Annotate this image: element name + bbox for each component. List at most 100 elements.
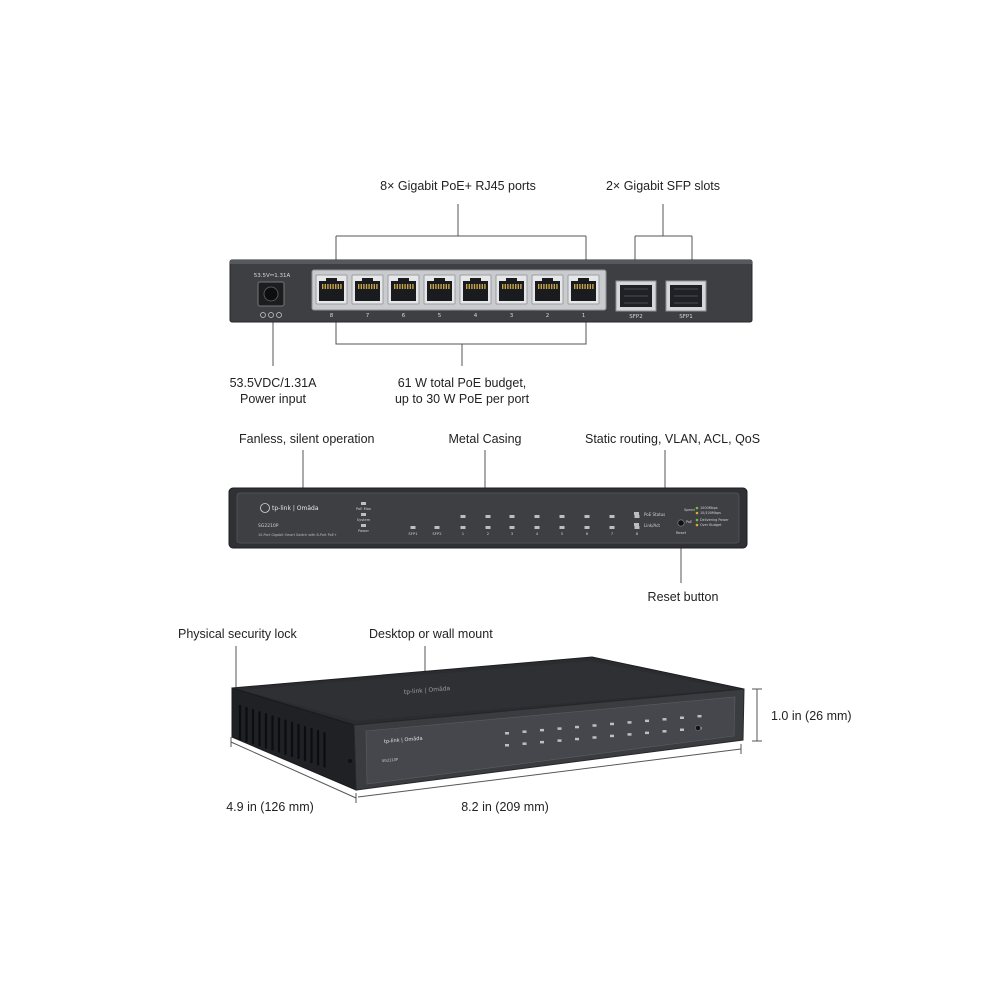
sfp2-label: SFP2 xyxy=(629,314,642,320)
port-led-upper xyxy=(485,515,491,518)
poe-status-label: PoE Status xyxy=(644,512,665,517)
power-input-callout-line2: Power input xyxy=(239,392,307,406)
system-led-label: PoE Max xyxy=(356,507,372,511)
port-led-label: SFP2 xyxy=(432,531,442,536)
iso-led xyxy=(627,733,632,736)
iso-led-upper xyxy=(697,714,702,718)
rj45-port xyxy=(567,274,600,305)
iso-led-upper xyxy=(522,730,527,733)
iso-led-upper xyxy=(662,718,667,721)
legend-poe-green-dot xyxy=(695,518,699,522)
rj45-port-number: 7 xyxy=(366,313,370,319)
port-led xyxy=(410,526,416,529)
iso-led xyxy=(610,734,614,738)
iso-led-upper xyxy=(540,728,544,732)
rj45-port xyxy=(351,274,384,305)
metal-casing-callout: Metal Casing xyxy=(448,432,522,446)
legend-poe-green: Delivering Power xyxy=(700,518,729,522)
iso-led xyxy=(592,736,597,739)
power-rating-print: 53.5V⎓1.31A xyxy=(254,273,291,279)
rj45-port-number: 8 xyxy=(330,313,334,319)
system-led-label: Power xyxy=(358,529,369,533)
legend-poe-label: PoE xyxy=(686,520,692,524)
iso-top-sheen xyxy=(242,661,730,721)
reset-button[interactable] xyxy=(677,519,685,527)
rj45-port-number: 3 xyxy=(510,313,514,319)
legend-poe-amber: Over Budget xyxy=(700,523,722,527)
rj45-port xyxy=(459,274,492,305)
port-led xyxy=(634,526,640,529)
polarity-symbol-icon xyxy=(260,312,282,318)
port-led-label: 1 xyxy=(462,531,465,536)
poe-status-led xyxy=(634,512,639,515)
port-led-label: 6 xyxy=(586,531,589,536)
system-led xyxy=(361,524,366,527)
front-model: SG2210P xyxy=(258,523,279,529)
iso-led xyxy=(522,742,527,745)
link-act-label: Link/Act xyxy=(644,523,660,528)
depth-dimension: 4.9 in (126 mm) xyxy=(226,800,314,814)
legend-poe-amber-dot xyxy=(695,523,699,527)
link-act-led xyxy=(634,523,639,526)
port-led-label: 4 xyxy=(536,531,539,536)
iso-led-upper xyxy=(557,727,562,730)
iso-front-panel xyxy=(365,696,736,785)
sfp1-label: SFP1 xyxy=(679,314,692,320)
fanless-callout: Fanless, silent operation xyxy=(239,432,375,446)
iso-top-logo: tp-link | Omāda xyxy=(404,685,451,696)
port-led xyxy=(609,526,615,529)
sfp-slot-1 xyxy=(665,280,707,312)
iso-led xyxy=(662,730,667,733)
rj45-port-number: 6 xyxy=(402,313,406,319)
iso-led-upper xyxy=(505,732,509,735)
iso-led xyxy=(645,731,649,735)
iso-front-brand: tp-link | Omāda xyxy=(384,736,423,745)
iso-led xyxy=(505,744,509,747)
port-led xyxy=(460,526,466,529)
rj45-ports-callout: 8× Gigabit PoE+ RJ45 ports xyxy=(380,179,536,193)
tp-link-logo-icon xyxy=(260,503,270,513)
port-led xyxy=(534,526,540,529)
features-callout: Static routing, VLAN, ACL, QoS xyxy=(585,432,761,446)
port-led-upper xyxy=(584,515,590,518)
system-led xyxy=(361,502,366,505)
sfp-slots-callout: 2× Gigabit SFP slots xyxy=(605,179,721,193)
port-led-upper xyxy=(559,515,565,518)
port-led-label: SFP1 xyxy=(408,531,418,536)
iso-led-upper xyxy=(645,719,649,723)
front-description: 10-Port Gigabit Smart Switch with 8-Port… xyxy=(258,533,337,537)
iso-led xyxy=(540,740,544,744)
iso-front-model: SG2210P xyxy=(382,758,399,763)
iso-led-upper xyxy=(610,722,614,726)
iso-led-upper xyxy=(627,721,632,724)
port-led-upper xyxy=(534,515,540,518)
rj45-port-number: 2 xyxy=(546,313,550,319)
rj45-port xyxy=(495,274,528,305)
security-lock-callout: Physical security lock xyxy=(178,627,297,641)
ventilation-slots xyxy=(238,705,326,768)
power-input-callout-line1: 53.5VDC/1.31A xyxy=(229,376,317,390)
poe-budget-callout-line1: 61 W total PoE budget, xyxy=(397,376,527,390)
legend-speed-green: 1000Mbps xyxy=(700,506,718,510)
iso-led xyxy=(680,728,684,731)
iso-led xyxy=(557,739,562,742)
port-led-upper xyxy=(509,515,515,518)
iso-led-upper xyxy=(592,724,597,727)
rj45-port-number: 1 xyxy=(582,313,586,319)
port-led-upper xyxy=(609,515,615,518)
port-led-upper xyxy=(634,515,640,518)
legend-speed-label: Speed xyxy=(684,508,695,512)
poe-budget-callout-line2: up to 30 W PoE per port xyxy=(394,392,530,406)
rj45-port xyxy=(387,274,420,305)
port-led-upper xyxy=(460,515,466,518)
width-dimension: 8.2 in (209 mm) xyxy=(461,800,549,814)
iso-port-leds xyxy=(505,714,702,747)
reset-button-callout: Reset button xyxy=(647,590,719,604)
rear-chassis-highlight xyxy=(230,260,752,264)
status-legend: Speed 1000Mbps 10/100Mbps PoE Delivering… xyxy=(684,506,729,527)
